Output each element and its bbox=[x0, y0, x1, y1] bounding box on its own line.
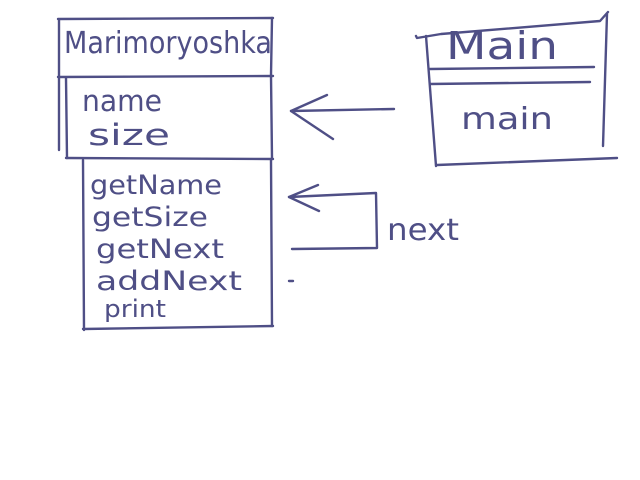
class-marimoryoshka: Marimoryoshka name size getName getSize … bbox=[56, 16, 275, 332]
method-addnext: addNext bbox=[96, 266, 242, 297]
arrow-main-to-marimoryoshka bbox=[289, 93, 396, 141]
marimoryoshka-left-edge-methods bbox=[81, 158, 86, 332]
marimoryoshka-bottom-edge bbox=[81, 324, 275, 331]
arrow-shaft bbox=[289, 107, 396, 113]
marimoryoshka-right-edge-attr bbox=[269, 74, 274, 160]
marimoryoshka-name-divider bbox=[56, 74, 275, 79]
self-association-arrowhead-icon bbox=[287, 183, 321, 213]
self-association-line bbox=[287, 191, 379, 251]
attribute-name: name bbox=[82, 84, 162, 118]
marimoryoshka-attr-divider bbox=[64, 156, 275, 161]
main-divider-1 bbox=[428, 65, 596, 71]
class-main: Main main bbox=[414, 10, 619, 168]
method-getname: getName bbox=[90, 170, 222, 201]
method-getsize: getSize bbox=[92, 202, 208, 233]
method-getnext: getNext bbox=[96, 234, 224, 265]
self-association-next: next bbox=[287, 183, 459, 251]
marimoryoshka-right-edge-top bbox=[269, 16, 274, 77]
marimoryoshka-left-edge-attr bbox=[64, 76, 69, 160]
arrowhead-icon bbox=[289, 93, 335, 141]
main-left-edge bbox=[424, 34, 438, 168]
main-right-edge bbox=[601, 12, 609, 148]
association-label-next: next bbox=[387, 213, 459, 248]
main-top-edge bbox=[414, 10, 610, 40]
attribute-size: size bbox=[88, 118, 170, 152]
marimoryoshka-right-edge-methods bbox=[269, 158, 274, 328]
main-bottom-edge bbox=[435, 156, 619, 167]
method-main: main bbox=[461, 102, 553, 137]
class-name-marimoryoshka: Marimoryoshka bbox=[64, 26, 272, 61]
main-divider-2 bbox=[428, 80, 592, 86]
method-print: print bbox=[104, 295, 166, 323]
class-name-main: Main bbox=[446, 24, 558, 68]
marimoryoshka-top-edge bbox=[56, 16, 275, 21]
